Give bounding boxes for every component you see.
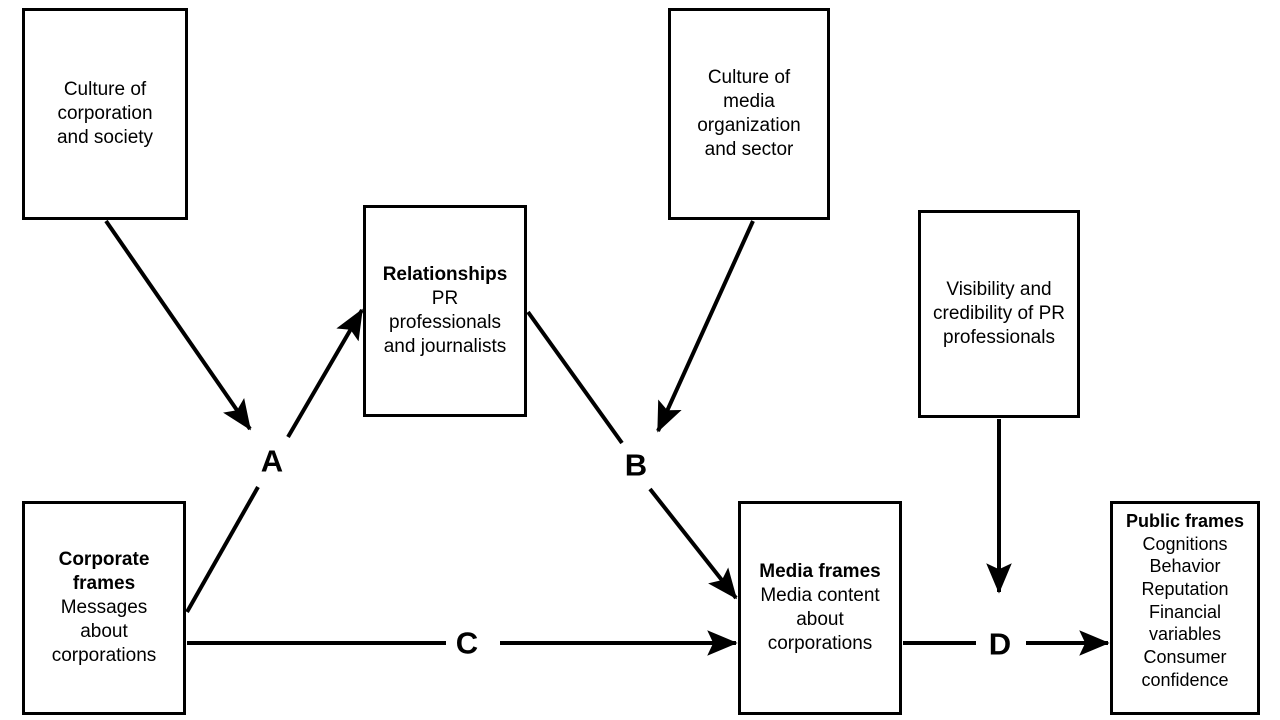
- box-line: credibility of PR: [933, 303, 1065, 325]
- box-title: frames: [72, 573, 136, 595]
- box-line: professionals: [943, 326, 1055, 348]
- junction-label-b: B: [619, 449, 653, 481]
- box-title: Media frames: [759, 561, 881, 583]
- box-culture-of-media-organization-and-sector: Culture of media organization and sector: [668, 8, 830, 220]
- box-line: Behavior: [1149, 556, 1221, 577]
- box-line: about: [80, 620, 128, 642]
- box-title: Relationships: [382, 264, 508, 286]
- edge-relationships-to-b: [526, 310, 624, 445]
- box-line: and society: [56, 126, 154, 148]
- edge-corporate-frames-to-a: [185, 486, 260, 613]
- box-line: corporation: [57, 103, 153, 125]
- box-culture-of-corporation-and-society: Culture of corporation and society: [22, 8, 188, 220]
- box-line: Culture of: [63, 79, 147, 101]
- edge-culture-corporation-to-a: [104, 219, 252, 431]
- box-line: corporations: [767, 632, 873, 654]
- box-title: Public frames: [1125, 511, 1245, 531]
- box-line: variables: [1148, 624, 1222, 645]
- box-line: Cognitions: [1142, 533, 1228, 554]
- edge-a-to-relationships: [286, 308, 364, 439]
- box-visibility-and-credibility: Visibility and credibility of PR profess…: [918, 210, 1080, 418]
- box-line: Messages: [60, 597, 148, 619]
- box-line: Media content: [760, 585, 880, 607]
- edge-b-to-media-frames: [648, 487, 738, 600]
- junction-label-a: A: [255, 445, 289, 477]
- box-line: and sector: [704, 138, 794, 160]
- box-line: media: [723, 91, 775, 113]
- box-line: Consumer: [1143, 647, 1227, 668]
- box-relationships: Relationships PR professionals and journ…: [363, 205, 527, 417]
- box-line: and journalists: [383, 335, 507, 357]
- box-line: about: [796, 609, 844, 630]
- box-line: confidence: [1141, 669, 1229, 690]
- box-line: Visibility and: [946, 279, 1052, 301]
- box-line: corporations: [51, 644, 157, 666]
- junction-label-d: D: [983, 628, 1017, 660]
- box-line: Reputation: [1141, 579, 1229, 600]
- box-title: Corporate: [58, 549, 150, 571]
- box-line: Financial: [1148, 601, 1222, 622]
- box-media-frames: Media frames Media content about corpora…: [738, 501, 902, 715]
- box-line: professionals: [389, 312, 501, 333]
- junction-label-c: C: [450, 627, 484, 659]
- box-public-frames: Public frames Cognitions Behavior Reputa…: [1110, 501, 1260, 715]
- box-line: PR: [431, 288, 459, 310]
- box-line: Culture of: [707, 67, 791, 89]
- box-line: organization: [697, 115, 801, 136]
- box-corporate-frames: Corporate frames Messages about corporat…: [22, 501, 186, 715]
- edge-culture-media-to-b: [656, 220, 755, 433]
